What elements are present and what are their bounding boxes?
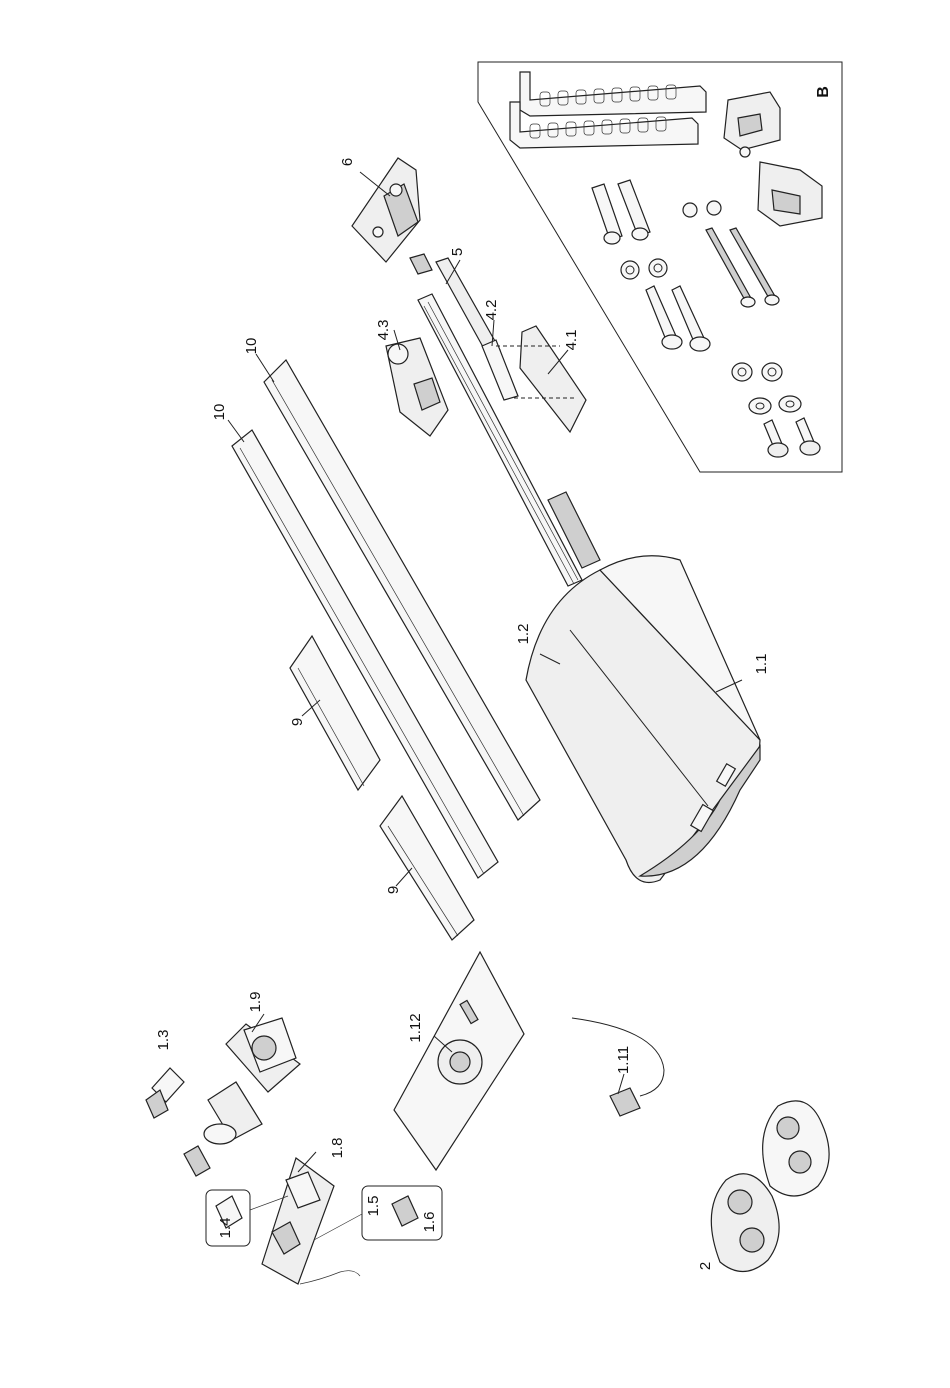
label-b: B xyxy=(815,86,832,98)
cable-wire xyxy=(300,1271,360,1284)
label-1-6: 1.6 xyxy=(421,1212,438,1233)
label-1-9: 1.9 xyxy=(247,992,264,1013)
label-1-1: 1.1 xyxy=(753,654,770,675)
nuts-washers-bolts xyxy=(732,363,820,457)
label-6: 6 xyxy=(339,158,356,166)
accessory-kit-b xyxy=(478,62,842,472)
mounting-bracket-pair xyxy=(510,72,706,148)
label-1-5: 1.5 xyxy=(365,1196,382,1217)
long-bolts xyxy=(706,228,779,307)
door-clamp-blocks xyxy=(724,92,822,226)
wall-plugs xyxy=(592,180,721,279)
label-1-12: 1.12 xyxy=(407,1013,424,1042)
fuse-1-3 xyxy=(146,1068,184,1118)
hand-transmitter-2 xyxy=(711,1101,829,1272)
label-10-right: 10 xyxy=(243,338,260,355)
control-board-1-8 xyxy=(262,1158,334,1284)
label-2: 2 xyxy=(697,1262,714,1270)
label-1-4: 1.4 xyxy=(217,1218,234,1239)
baseplate-1-12 xyxy=(394,952,524,1170)
label-4-3: 4.3 xyxy=(375,320,392,341)
label-4-2: 4.2 xyxy=(483,300,500,321)
label-10-left: 10 xyxy=(211,404,228,421)
label-4-1: 4.1 xyxy=(563,330,580,351)
label-1-8: 1.8 xyxy=(329,1138,346,1159)
label-5: 5 xyxy=(449,248,466,256)
label-1-3: 1.3 xyxy=(155,1030,172,1051)
label-1-2: 1.2 xyxy=(515,624,532,645)
wood-screws xyxy=(646,286,710,351)
label-1-11: 1.11 xyxy=(615,1046,632,1074)
motor-gear-unit-1-9 xyxy=(184,1018,300,1176)
label-9-lower: 9 xyxy=(385,886,402,894)
label-9-upper: 9 xyxy=(289,718,306,726)
